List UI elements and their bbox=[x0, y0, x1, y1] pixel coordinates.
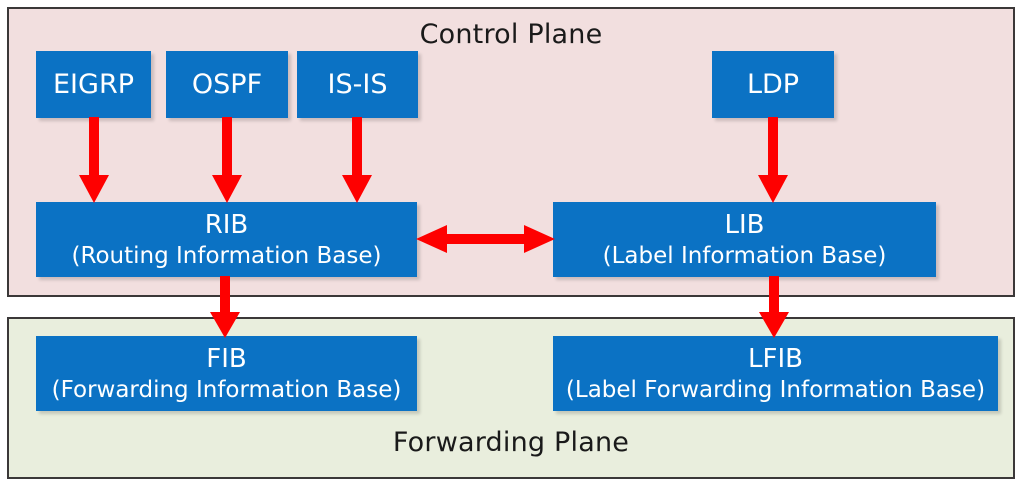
arrow-ldp-to-lib-icon bbox=[756, 117, 790, 203]
arrow-lib-to-lfib-icon bbox=[757, 276, 791, 338]
node-is-is[interactable]: IS-IS bbox=[297, 51, 418, 118]
arrow-eigrp-to-rib-icon bbox=[77, 117, 111, 203]
node-lfib-expansion: (Label Forwarding Information Base) bbox=[565, 376, 986, 403]
node-is-is-label: IS-IS bbox=[327, 68, 388, 100]
node-lib[interactable]: LIB (Label Information Base) bbox=[553, 202, 936, 277]
control-plane-title: Control Plane bbox=[419, 19, 603, 50]
node-ldp[interactable]: LDP bbox=[712, 51, 834, 118]
node-ospf[interactable]: OSPF bbox=[166, 51, 288, 118]
node-fib[interactable]: FIB (Forwarding Information Base) bbox=[36, 336, 417, 411]
node-lib-expansion: (Label Information Base) bbox=[602, 242, 887, 269]
node-rib[interactable]: RIB (Routing Information Base) bbox=[36, 202, 417, 277]
node-rib-expansion: (Routing Information Base) bbox=[71, 242, 382, 269]
node-fib-label: FIB bbox=[206, 343, 247, 374]
forwarding-plane-title: Forwarding Plane bbox=[392, 427, 630, 458]
arrow-is-is-to-rib-icon bbox=[340, 117, 374, 203]
node-rib-label: RIB bbox=[204, 209, 249, 240]
node-fib-expansion: (Forwarding Information Base) bbox=[51, 376, 402, 403]
node-lfib[interactable]: LFIB (Label Forwarding Information Base) bbox=[553, 336, 998, 411]
arrow-ospf-to-rib-icon bbox=[210, 117, 244, 203]
node-eigrp[interactable]: EIGRP bbox=[36, 51, 151, 118]
node-lib-label: LIB bbox=[724, 209, 765, 240]
node-eigrp-label: EIGRP bbox=[53, 68, 134, 100]
node-ldp-label: LDP bbox=[746, 68, 800, 100]
node-ospf-label: OSPF bbox=[191, 68, 263, 100]
arrow-rib-to-fib-icon bbox=[208, 276, 242, 338]
node-lfib-label: LFIB bbox=[748, 343, 803, 374]
arrow-rib-to-lib-bidirectional-icon bbox=[416, 222, 555, 256]
